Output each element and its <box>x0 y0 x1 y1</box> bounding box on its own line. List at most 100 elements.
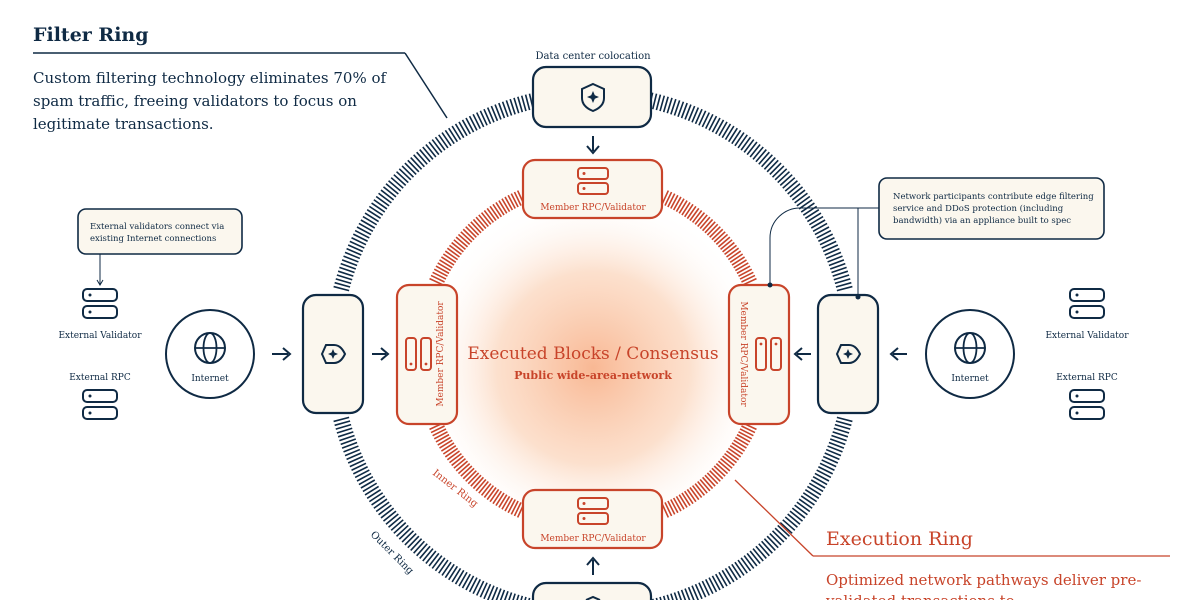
ring-tick <box>808 482 824 493</box>
ring-tick <box>789 186 804 198</box>
ring-tick <box>454 569 465 585</box>
ring-tick <box>722 455 735 467</box>
ring-tick <box>341 441 358 449</box>
consensus-subtitle: Public wide-area-network <box>514 369 672 382</box>
ring-tick <box>675 495 685 510</box>
ring-tick <box>796 501 811 513</box>
member-rpc-top[interactable] <box>521 158 664 220</box>
ring-tick <box>833 274 850 281</box>
ring-tick <box>451 455 464 467</box>
ring-tick <box>746 552 758 567</box>
ring-tick <box>334 281 351 288</box>
inner-ring <box>429 190 757 518</box>
ring-tick <box>718 121 728 137</box>
member-rpc-right[interactable] <box>727 283 791 426</box>
filter-ring-desc-1: Custom filtering technology eliminates 7… <box>33 69 388 87</box>
ring-tick <box>662 96 669 113</box>
filter-ring-desc-2: spam traffic, freeing validators to focu… <box>33 92 357 110</box>
ring-tick <box>691 485 703 499</box>
ring-tick <box>444 447 459 458</box>
ring-tick <box>810 219 826 229</box>
internet-left[interactable] <box>165 309 255 399</box>
ring-tick <box>827 255 843 263</box>
ring-tick <box>699 216 711 230</box>
ring-tick <box>761 540 773 554</box>
ring-tick <box>349 240 365 249</box>
ring-tick <box>763 538 776 552</box>
ring-tick <box>675 198 685 213</box>
ring-tick <box>501 495 511 510</box>
ring-tick <box>413 540 425 554</box>
ring-tick <box>351 236 367 246</box>
ring-tick <box>766 535 779 549</box>
ring-tick <box>697 481 708 494</box>
ring-tick <box>689 207 700 221</box>
ring-tick <box>407 535 420 549</box>
ring-tick <box>395 524 409 537</box>
ring-tick <box>475 478 487 492</box>
ring-tick <box>713 465 726 477</box>
ring-tick <box>416 543 428 557</box>
ring-tick <box>495 588 502 600</box>
ring-tick <box>779 522 793 534</box>
ring-tick <box>468 115 478 131</box>
ring-tick <box>375 195 390 207</box>
ring-tick <box>432 428 447 437</box>
ring-tick <box>504 497 514 512</box>
ring-tick <box>520 595 524 600</box>
ring-tick <box>666 97 673 114</box>
ring-tick <box>661 190 670 205</box>
internet-right[interactable] <box>925 309 1015 399</box>
bottom-filter-appliance[interactable] <box>531 581 653 600</box>
ring-tick <box>822 244 839 253</box>
ring-tick <box>486 107 495 123</box>
ring-tick <box>483 583 492 600</box>
ring-tick <box>686 488 697 503</box>
ring-tick <box>724 567 735 583</box>
right-validator-label: External Validator <box>1045 331 1129 341</box>
filter-ring-title: Filter Ring <box>33 24 149 46</box>
ring-tick <box>410 156 423 170</box>
ring-tick <box>708 115 718 131</box>
globe-icon <box>194 332 226 364</box>
ring-tick <box>371 202 386 213</box>
ring-tick <box>713 231 726 243</box>
ring-tick <box>495 201 505 216</box>
ring-tick <box>339 266 355 274</box>
ring-tick <box>819 462 835 472</box>
server-icon <box>1069 389 1105 420</box>
ring-tick <box>419 149 431 163</box>
internet-right-label: Internet <box>951 374 989 384</box>
ring-tick <box>694 583 703 600</box>
ring-tick <box>517 96 524 113</box>
left-callout-line-2: existing Internet connections <box>90 234 216 244</box>
ring-tick <box>724 125 735 141</box>
right-callout-connector <box>767 207 879 300</box>
ring-tick <box>774 527 788 540</box>
ring-tick <box>368 205 384 216</box>
ring-tick <box>784 516 798 528</box>
left-callout-line-1: External validators connect via <box>90 222 224 232</box>
member-rpc-bottom[interactable] <box>521 488 664 550</box>
ring-tick <box>478 214 489 227</box>
ring-tick <box>746 141 758 156</box>
ring-tick <box>664 191 673 206</box>
ring-tick <box>736 265 751 275</box>
ring-tick <box>513 97 520 114</box>
ring-tick <box>352 466 368 475</box>
ring-tick <box>520 95 527 112</box>
ring-tick <box>483 108 492 125</box>
ring-tick <box>390 519 404 531</box>
ring-tick <box>755 149 767 163</box>
ring-tick <box>440 442 455 452</box>
member-rpc-left[interactable] <box>395 283 459 426</box>
ring-tick <box>664 502 673 517</box>
left-validator-label: External Validator <box>58 331 142 341</box>
ring-tick <box>711 575 721 591</box>
shield-icon <box>581 82 605 113</box>
ring-tick <box>382 186 397 198</box>
ring-tick <box>360 479 376 489</box>
ring-tick <box>401 165 415 178</box>
ring-tick <box>495 492 505 507</box>
ring-tick <box>346 247 362 256</box>
